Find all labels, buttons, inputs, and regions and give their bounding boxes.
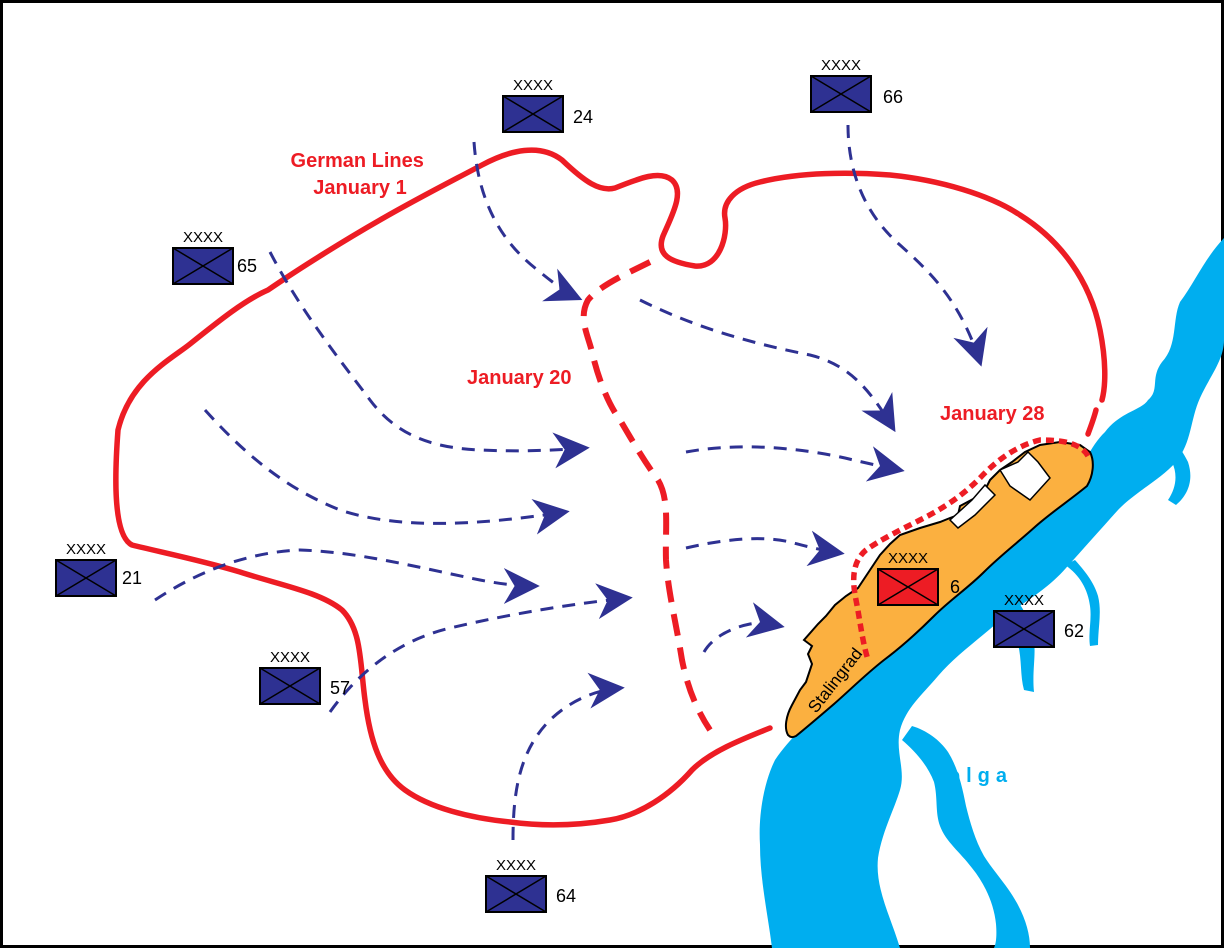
unit-number: 65 bbox=[237, 256, 257, 276]
german-lines-jan1-end bbox=[1085, 407, 1099, 437]
city-cutout-2 bbox=[948, 483, 997, 529]
unit-number: 66 bbox=[883, 87, 903, 107]
january-20-line bbox=[580, 259, 713, 732]
unit-number: 57 bbox=[330, 678, 350, 698]
german-lines-label-line1: German Lines bbox=[291, 150, 424, 172]
unit-size-label: XXXX bbox=[183, 229, 223, 246]
arrow-center-top bbox=[639, 298, 896, 433]
unit-size-label: XXXX bbox=[496, 857, 536, 874]
unit-size-label: XXXX bbox=[270, 649, 310, 666]
unit-24: XXXX 24 bbox=[502, 77, 593, 133]
unit-number: 64 bbox=[556, 886, 576, 906]
city-cutout bbox=[998, 450, 1051, 501]
infantry-cross bbox=[172, 247, 234, 285]
arrow-center-mid bbox=[685, 445, 905, 482]
unit-size-label: XXXX bbox=[66, 541, 106, 558]
unit-size-label: XXXX bbox=[821, 57, 861, 74]
arrow-24 bbox=[472, 141, 583, 302]
unit-6: XXXX 6 bbox=[877, 550, 960, 606]
volga-label: Volga bbox=[930, 765, 1013, 787]
unit-number: 21 bbox=[122, 568, 142, 588]
german-lines-label: German Lines January 1 bbox=[291, 150, 430, 199]
unit-number: 24 bbox=[573, 107, 593, 127]
infantry-cross bbox=[877, 568, 939, 606]
arrow-66 bbox=[846, 124, 988, 367]
arrow-center-low bbox=[685, 530, 845, 567]
arrow-64 bbox=[511, 672, 625, 841]
infantry-cross bbox=[502, 95, 564, 133]
january-20-label: January 20 bbox=[467, 367, 572, 389]
unit-64: XXXX 64 bbox=[485, 857, 576, 913]
arrow-center-bottom bbox=[702, 602, 785, 653]
unit-size-label: XXXX bbox=[888, 550, 928, 567]
unit-62: XXXX 62 bbox=[993, 592, 1084, 648]
unit-size-label: XXXX bbox=[1004, 592, 1044, 609]
infantry-cross bbox=[993, 610, 1055, 648]
arrow-21 bbox=[154, 548, 540, 604]
arrow-57 bbox=[328, 583, 633, 713]
unit-57: XXXX 57 bbox=[259, 649, 350, 705]
unit-66: XXXX 66 bbox=[810, 57, 903, 113]
unit-number: 6 bbox=[950, 577, 960, 597]
german-lines-jan1 bbox=[113, 147, 1108, 828]
attack-arrows bbox=[154, 124, 988, 841]
unit-number: 62 bbox=[1064, 621, 1084, 641]
infantry-cross bbox=[810, 75, 872, 113]
german-lines-label-line2: January 1 bbox=[313, 177, 406, 199]
january-28-line bbox=[850, 437, 1091, 661]
infantry-cross bbox=[55, 559, 117, 597]
arrow-65 bbox=[268, 251, 590, 469]
unit-21: XXXX 21 bbox=[55, 541, 142, 597]
infantry-cross bbox=[259, 667, 321, 705]
infantry-cross bbox=[485, 875, 547, 913]
unit-size-label: XXXX bbox=[513, 77, 553, 94]
january-28-label: January 28 bbox=[940, 403, 1045, 425]
unit-65: XXXX 65 bbox=[172, 229, 257, 285]
